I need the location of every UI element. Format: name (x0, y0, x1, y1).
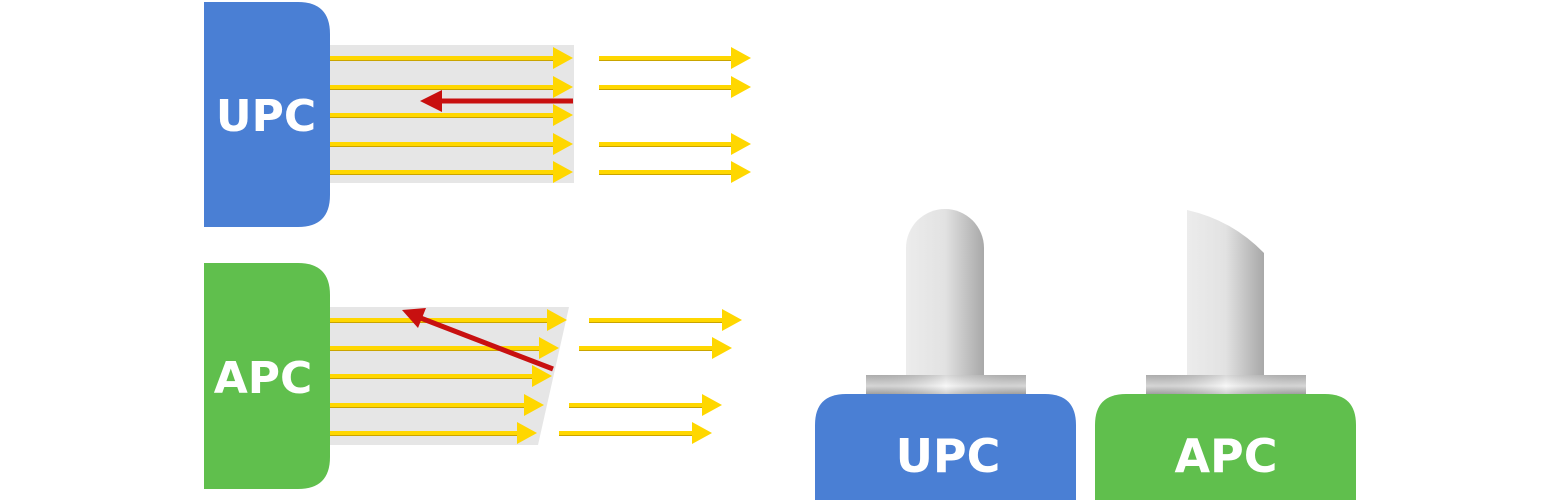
upc-transmitted-rays (599, 47, 751, 183)
apc-connector-body (1095, 394, 1356, 500)
upc-internal-ray (330, 133, 573, 155)
arrow-left-icon (402, 308, 426, 328)
arrow-right-icon (702, 394, 722, 416)
upc-ferrule (906, 209, 984, 380)
upc-block (204, 2, 330, 227)
upc-internal-ray (330, 76, 573, 98)
upc-block-label: UPC (216, 91, 316, 142)
arrow-right-icon (553, 133, 573, 155)
arrow-right-icon (553, 47, 573, 69)
apc-transmitted-ray (579, 337, 732, 359)
apc-ferrule (1187, 210, 1264, 380)
apc-reflected-ray (402, 308, 554, 372)
arrow-right-icon (553, 76, 573, 98)
arrow-right-icon (553, 104, 573, 126)
apc-transmitted-ray (589, 309, 742, 331)
apc-internal-ray (330, 394, 544, 416)
upc-transmitted-ray (599, 161, 751, 183)
upc-connector-label: UPC (896, 429, 1001, 483)
apc-transmitted-rays (559, 309, 742, 444)
upc-connector-body (815, 394, 1076, 500)
arrow-right-icon (692, 422, 712, 444)
upc-internal-rays (330, 47, 573, 183)
arrow-right-icon (731, 161, 751, 183)
apc-transmitted-ray (569, 394, 722, 416)
apc-block-label: APC (214, 353, 313, 404)
arrow-right-icon (553, 161, 573, 183)
upc-internal-ray (330, 104, 573, 126)
arrow-right-icon (517, 422, 537, 444)
upc-connector: UPC (815, 209, 1076, 500)
apc-internal-ray (330, 309, 567, 331)
apc-fiber-end: APC (204, 263, 742, 489)
arrow-left-icon (420, 90, 442, 112)
upc-transmitted-ray (599, 47, 751, 69)
apc-connector-label: APC (1174, 429, 1277, 483)
apc-internal-ray (330, 422, 537, 444)
apc-internal-rays (330, 309, 567, 444)
upc-transmitted-ray (599, 76, 751, 98)
arrow-right-icon (524, 394, 544, 416)
apc-connector: APC (1095, 210, 1356, 500)
upc-reflected-ray (420, 90, 573, 112)
upc-internal-ray (330, 47, 573, 69)
apc-block (204, 263, 330, 489)
arrow-right-icon (712, 337, 732, 359)
apc-transmitted-ray (559, 422, 712, 444)
upc-internal-ray (330, 161, 573, 183)
apc-internal-ray (330, 365, 552, 387)
arrow-right-icon (731, 76, 751, 98)
arrow-right-icon (547, 309, 567, 331)
arrow-right-icon (722, 309, 742, 331)
arrow-right-icon (731, 133, 751, 155)
arrow-right-icon (539, 337, 559, 359)
arrow-right-icon (532, 365, 552, 387)
arrow-right-icon (731, 47, 751, 69)
upc-fiber-end: UPC (204, 2, 751, 227)
upc-transmitted-ray (599, 133, 751, 155)
